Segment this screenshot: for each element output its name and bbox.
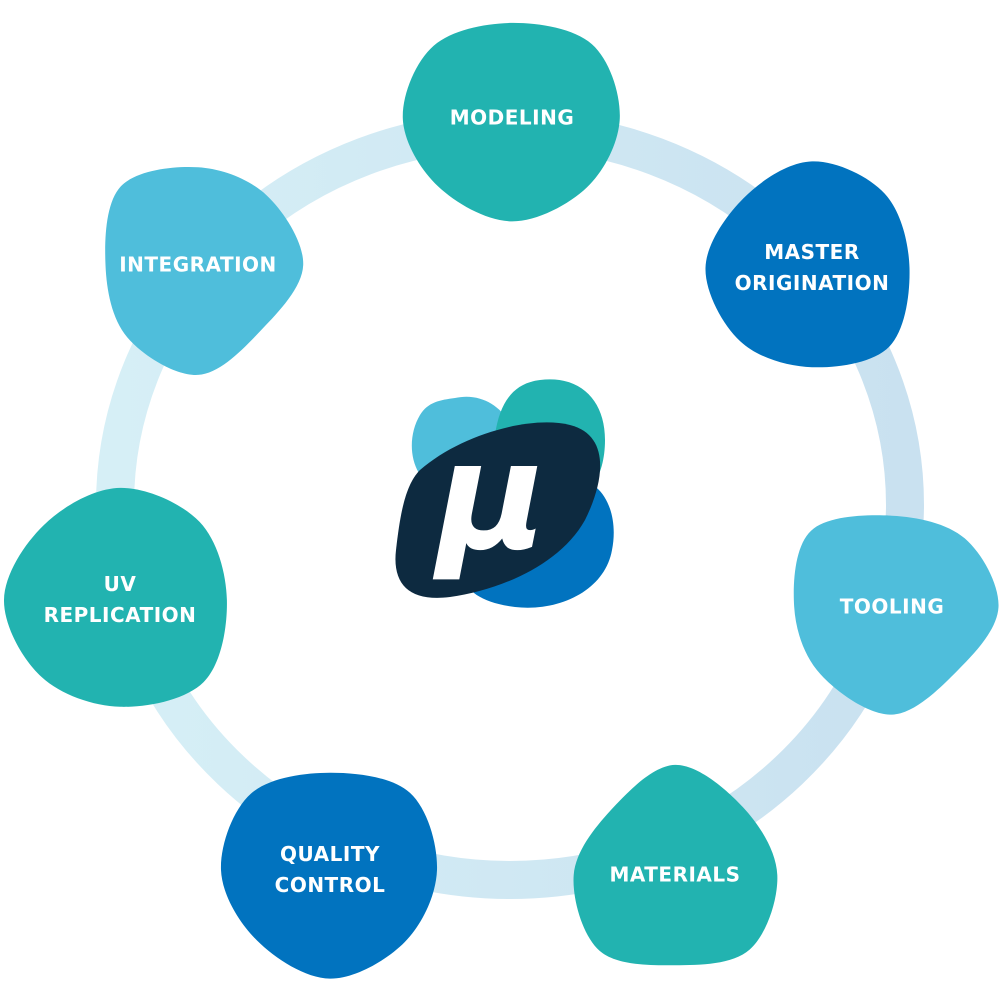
- node-blob-tooling: [793, 515, 999, 715]
- node-label-line: REPLICATION: [43, 603, 197, 627]
- node-label-line: INTEGRATION: [119, 252, 277, 277]
- node-blob-integration: [105, 167, 304, 375]
- node-blob-materials: [573, 764, 778, 966]
- node-label-integration: INTEGRATION: [119, 250, 277, 281]
- node-label-line: MASTER: [764, 240, 860, 264]
- node-label-tooling: TOOLING: [840, 592, 945, 623]
- node-blob-quality-control: [220, 772, 438, 979]
- node-label-line: TOOLING: [839, 594, 945, 619]
- logo-blob-navy: [395, 422, 601, 598]
- node-label-materials: MATERIALS: [609, 860, 740, 891]
- node-label-line: QUALITY: [280, 842, 380, 866]
- node-label-modeling: MODELING: [450, 103, 575, 134]
- node-blob-modeling: [402, 22, 620, 222]
- node-label-uv-replication: UV REPLICATION: [44, 569, 197, 631]
- node-label-line: UV: [103, 572, 137, 596]
- node-label-line: MATERIALS: [609, 862, 741, 887]
- node-label-quality-control: QUALITY CONTROL: [275, 839, 386, 901]
- node-label-line: MODELING: [449, 105, 575, 130]
- mu-glyph: μ: [432, 410, 547, 584]
- node-label-master-origination: MASTER ORIGINATION: [735, 237, 890, 299]
- node-label-line: CONTROL: [274, 873, 386, 897]
- node-blob-uv-replication: [3, 487, 227, 707]
- node-blob-master-origination: [705, 161, 910, 368]
- node-label-line: ORIGINATION: [734, 271, 890, 295]
- mu-logo: μ: [395, 379, 614, 608]
